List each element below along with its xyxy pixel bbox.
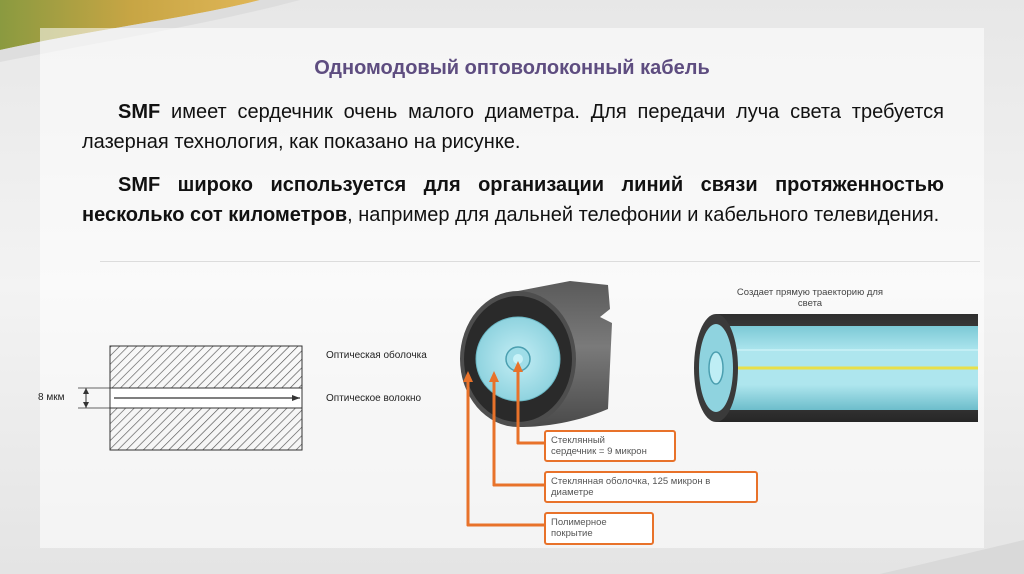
slide-title: Одномодовый оптоволоконный кабель	[314, 57, 710, 79]
cladding-label: Оптическая оболочка	[326, 350, 427, 361]
separator-line	[100, 261, 980, 262]
core-label: Оптическое волокно	[326, 393, 422, 404]
fiber-section-diagram	[109, 345, 303, 451]
callout-cladding: Стеклянная оболочка, 125 микрон в диамет…	[544, 471, 758, 503]
paragraph-1-lead: SMF	[118, 101, 161, 123]
callout-coating: Полимерное покрытие	[544, 512, 654, 545]
cable-illustration	[460, 281, 612, 527]
callout-core-line1: Стеклянный	[551, 435, 605, 446]
paragraph-2-lead: SMF широко используется для организации …	[82, 174, 944, 226]
paragraph-2-text: , например для дальней телефонии и кабел…	[347, 204, 940, 226]
right-caption: Создает прямую траекторию для света	[690, 287, 930, 309]
right-caption-line2: света	[797, 298, 823, 309]
callout-core: Стеклянный сердечник = 9 микрон	[544, 430, 676, 462]
callout-core-line2: сердечник = 9 микрон	[551, 446, 647, 457]
size-marker	[78, 387, 110, 409]
right-caption-line1: Создает прямую траекторию для	[736, 287, 884, 298]
size-label: 8 мкм	[38, 392, 65, 403]
paragraph-2: SMF широко используется для организации …	[82, 170, 944, 230]
paragraph-1: SMF имеет сердечник очень малого диаметр…	[82, 97, 944, 157]
callout-cladding-line1: Стеклянная оболочка, 125 микрон в	[551, 476, 711, 487]
corner-swoosh	[0, 0, 260, 50]
fiber-side-view	[694, 314, 978, 422]
callout-coating-line1: Полимерное	[551, 517, 607, 528]
callout-cladding-line2: диаметре	[551, 487, 594, 498]
paragraph-1-text: имеет сердечник очень малого диаметра. Д…	[82, 101, 944, 153]
callout-coating-line2: покрытие	[551, 528, 593, 539]
